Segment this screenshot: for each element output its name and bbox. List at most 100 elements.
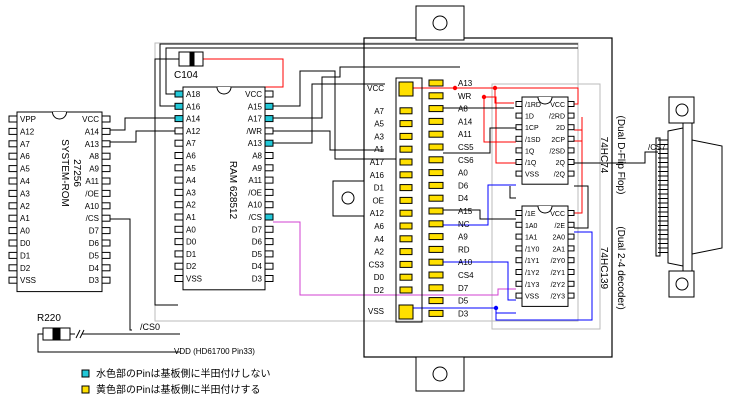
ram-pin [174, 102, 184, 110]
break-mark [79, 329, 85, 339]
dsub-pin-row [655, 137, 661, 257]
break-mark [75, 329, 81, 339]
ram-pin [264, 225, 274, 233]
dec-pin [515, 245, 523, 252]
ram-notch [216, 86, 232, 95]
rom-title: SYSTEM-ROM [59, 139, 70, 207]
connector-left-label: A12 [370, 209, 385, 218]
ff-pin [515, 135, 523, 142]
r220-band [52, 327, 61, 341]
rom-pin [101, 264, 111, 272]
ff-pin [515, 124, 523, 131]
connector-pad [428, 258, 444, 266]
dec-pin-label: /2Y3 [551, 294, 566, 301]
rom-a13-wire [110, 130, 183, 143]
connector-left-label: A7 [374, 107, 384, 116]
connector-pad [428, 194, 444, 202]
ram-pin [174, 262, 184, 270]
rom-pin [8, 115, 18, 123]
ff-pin [567, 135, 575, 142]
dec-pin [515, 221, 523, 228]
dec-pin [567, 257, 575, 264]
ram-pin-label: A16 [186, 102, 201, 111]
rom-pin-label: D5 [89, 251, 100, 260]
ram-pin-label: A17 [248, 115, 263, 124]
ram-pin [174, 275, 184, 282]
rom-pin [101, 251, 111, 259]
ram-pin-label: A8 [252, 152, 262, 161]
rom-pin-label: A11 [85, 177, 99, 186]
dec-pin [567, 292, 575, 299]
cs0-label: /CS0 [140, 322, 160, 332]
rom-pin [101, 227, 111, 235]
ff-pin [515, 159, 523, 165]
connector-right-label: D5 [458, 297, 469, 306]
vcc-net [495, 87, 579, 105]
ff-pin [515, 147, 523, 154]
ram-pin-label: D1 [186, 250, 197, 259]
rom-pin-label: D1 [20, 251, 31, 260]
ff-pin-label: VSS [525, 172, 539, 179]
ram-pin-label: D5 [252, 250, 263, 259]
connector-pad [428, 130, 444, 138]
ram-pin-label: /CS [249, 213, 262, 222]
rom-pin [101, 127, 111, 135]
dec-title: 74HC139 [598, 247, 609, 290]
dec-pin [515, 257, 523, 264]
ram-pin [264, 115, 274, 123]
rom-pin-label: A10 [85, 202, 100, 211]
ram-pin [174, 213, 184, 221]
dec-pin [515, 280, 523, 287]
ram-pin [174, 164, 184, 172]
ff-pin [567, 112, 575, 119]
legend-cyan-text: 水色部のPinは基板側に半田付けしない [96, 367, 270, 380]
ram-pin-label: A1 [186, 213, 196, 222]
rom-pin-label: A5 [20, 165, 30, 174]
rom-pin [101, 214, 111, 222]
ff-pin-label: /2SD [549, 148, 565, 155]
connector-pad [428, 143, 444, 151]
dec-net [443, 184, 516, 226]
dec-pin-label: 1A0 [525, 223, 538, 230]
rom-a14-wire [110, 117, 183, 131]
ff-pin-label: /2RD [549, 114, 565, 121]
ram-pin-label: A5 [186, 164, 196, 173]
ram-pin [264, 238, 274, 246]
junction-dot [492, 85, 498, 91]
ram-pin [264, 250, 274, 258]
ff-pin-label: /2Q [554, 172, 566, 179]
connector-pad [399, 107, 413, 115]
rom-pin [8, 152, 18, 160]
dec-pin [515, 269, 523, 275]
connector-pad [428, 271, 444, 279]
ram-pin [264, 102, 274, 110]
dec-pin-label: VSS [525, 294, 539, 301]
rom-pin [8, 177, 18, 185]
rom-pin-label: VSS [20, 276, 36, 285]
ram-pin-label: D7 [252, 225, 263, 234]
ram-cs-wire [273, 221, 516, 296]
connector-right-label: D4 [458, 194, 469, 203]
ff-pin-label: /1Q [525, 160, 537, 167]
c104-plate [189, 51, 195, 67]
rom-pin-label: /CS [86, 214, 99, 223]
rom-pin [8, 202, 18, 210]
connector-pad [428, 220, 444, 228]
ff-to-dec [574, 185, 589, 229]
ram-pin-label: A13 [248, 139, 263, 148]
dec-pin [567, 280, 575, 287]
rom-pin [101, 239, 111, 247]
ff-notch [537, 96, 553, 105]
ram-pin-label: VSS [186, 275, 202, 284]
dsub-face [667, 127, 684, 267]
ff-pin [515, 112, 523, 119]
ram-pin-label: A12 [186, 127, 201, 136]
dec-pin-label: /1Y1 [525, 258, 540, 265]
dec-pin-label: /2Y0 [551, 258, 566, 265]
rom-pin-label: A9 [89, 165, 99, 174]
ff-pin [515, 101, 523, 107]
connector-pad [428, 79, 444, 87]
ram-pin-label: A0 [186, 225, 196, 234]
